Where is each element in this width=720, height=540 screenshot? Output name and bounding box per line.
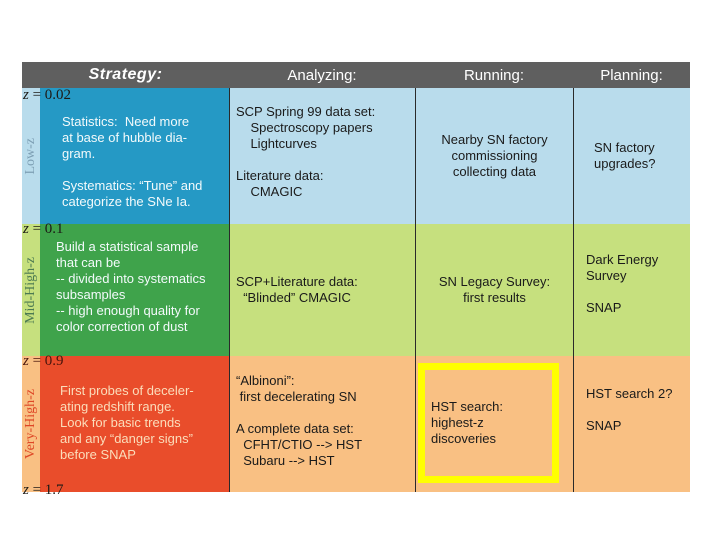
row-very-high-z: Very-High-z First probes of deceler- ati… xyxy=(22,356,690,492)
low-z-strategy-text: Statistics: Need more at base of hubble … xyxy=(62,114,203,209)
very-high-z-strategy-text: First probes of deceler- ating redshift … xyxy=(60,383,194,462)
low-z-analyzing-text: SCP Spring 99 data set: Spectroscopy pap… xyxy=(236,104,376,199)
low-z-planning-text: SN factory upgrades? xyxy=(594,140,656,171)
mid-high-z-strategy-text: Build a statistical sample that can be -… xyxy=(56,239,206,334)
cell-mid-high-z-planning: Dark Energy Survey SNAP xyxy=(573,224,690,356)
cell-low-z-running: Nearby SN factory commissioning collecti… xyxy=(415,88,573,224)
cell-very-high-z-planning: HST search 2? SNAP xyxy=(573,356,690,492)
z-marker-0.02: z = 0.02 xyxy=(23,87,71,103)
very-high-z-planning-text: HST search 2? SNAP xyxy=(586,386,673,433)
mid-high-z-running-text: SN Legacy Survey: first results xyxy=(438,274,551,305)
cell-very-high-z-analyzing: “Albinoni”: first decelerating SN A comp… xyxy=(229,356,415,492)
row-label-mid-high-z: Mid-High-z xyxy=(23,256,38,324)
z-marker-0.1: z = 0.1 xyxy=(23,221,64,237)
table-header-bar: Strategy: Analyzing: Running: Planning: xyxy=(22,62,690,88)
column-header-planning: Planning: xyxy=(600,66,663,84)
cell-low-z-planning: SN factory upgrades? xyxy=(573,88,690,224)
very-high-z-analyzing-text: “Albinoni”: first decelerating SN A comp… xyxy=(236,373,363,468)
z-symbol: z xyxy=(23,221,29,237)
z-symbol: z xyxy=(23,87,29,103)
z-symbol: z xyxy=(23,482,29,498)
side-label-cell-mid-high-z: Mid-High-z xyxy=(22,224,40,356)
side-label-cell-very-high-z: Very-High-z xyxy=(22,356,40,492)
z-symbol: z xyxy=(23,353,29,369)
z-marker-0.9: z = 0.9 xyxy=(23,353,64,369)
very-high-z-running-text: HST search: highest-z discoveries xyxy=(431,399,504,446)
z-value: = 0.9 xyxy=(28,353,64,369)
mid-high-z-analyzing-text: SCP+Literature data: “Blinded” CMAGIC xyxy=(236,274,358,305)
cell-very-high-z-running: HST search: highest-z discoveries xyxy=(415,356,573,492)
column-header-strategy: Strategy: xyxy=(88,66,163,83)
low-z-running-text: Nearby SN factory commissioning collecti… xyxy=(441,132,548,179)
side-label-cell-low-z: Low-z xyxy=(22,88,40,224)
hst-search-highlight-box: HST search: highest-z discoveries xyxy=(418,363,559,483)
z-value: = 0.1 xyxy=(28,221,64,237)
cell-mid-high-z-running: SN Legacy Survey: first results xyxy=(415,224,573,356)
cell-low-z-analyzing: SCP Spring 99 data set: Spectroscopy pap… xyxy=(229,88,415,224)
row-low-z: Low-z Statistics: Need more at base of h… xyxy=(22,88,690,224)
cell-mid-high-z-analyzing: SCP+Literature data: “Blinded” CMAGIC xyxy=(229,224,415,356)
strategy-matrix-table: Strategy: Analyzing: Running: Planning: … xyxy=(22,62,690,498)
cell-very-high-z-strategy: First probes of deceler- ating redshift … xyxy=(40,356,229,492)
z-value: = 1.7 xyxy=(28,482,64,498)
z-marker-1.7: z = 1.7 xyxy=(23,482,64,498)
column-header-running: Running: xyxy=(463,66,525,84)
mid-high-z-planning-text: Dark Energy Survey SNAP xyxy=(586,252,659,315)
cell-low-z-strategy: Statistics: Need more at base of hubble … xyxy=(40,88,229,224)
column-header-analyzing: Analyzing: xyxy=(287,66,357,84)
row-label-low-z: Low-z xyxy=(23,137,38,175)
row-mid-high-z: Mid-High-z Build a statistical sample th… xyxy=(22,224,690,356)
row-label-very-high-z: Very-High-z xyxy=(23,389,38,459)
cell-mid-high-z-strategy: Build a statistical sample that can be -… xyxy=(40,224,229,356)
z-value: = 0.02 xyxy=(28,87,72,103)
